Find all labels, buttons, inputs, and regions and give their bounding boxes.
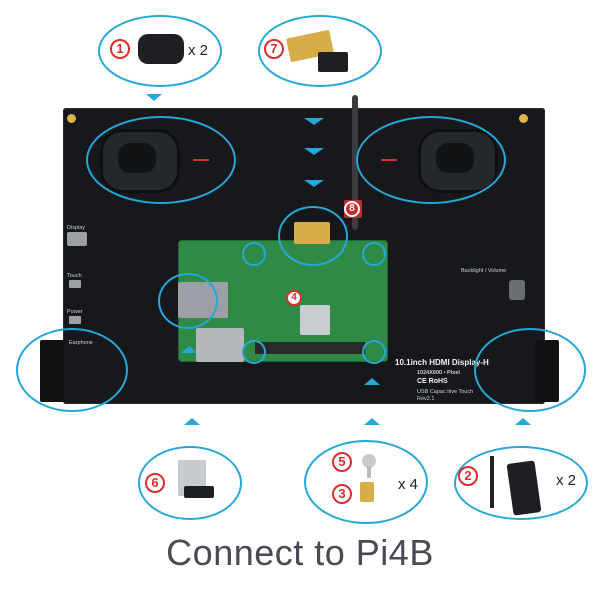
qty-stand: x 2 <box>556 472 577 489</box>
part-circle-screws <box>304 440 428 524</box>
hdmi-cable <box>352 95 358 230</box>
rev-text: Rev2.1 <box>417 396 435 402</box>
ring-stand-left <box>16 328 128 412</box>
speaker-part-icon <box>138 34 184 64</box>
arrow-up-icon <box>515 418 531 425</box>
stand-screw-icon <box>490 456 494 508</box>
label-power: Power <box>67 309 83 315</box>
cert-text: CE RoHS <box>417 378 448 385</box>
hdmi-adapter-body-icon <box>318 52 348 72</box>
ring-hdmi <box>278 206 348 266</box>
hdmi-port <box>67 232 87 246</box>
ring-speaker-left <box>86 116 236 204</box>
mount-hole <box>67 114 76 123</box>
callout-8: 8 <box>344 201 360 217</box>
resolution-text: 1024X600 • Pixel <box>417 370 460 376</box>
power-port <box>69 316 81 324</box>
label-backlight: Backlight / Volume <box>461 268 507 274</box>
ring-standoff <box>242 242 266 266</box>
usb-adapter-base-icon <box>184 486 214 498</box>
ring-standoff <box>362 242 386 266</box>
model-text: 10.1inch HDMI Display-H <box>395 358 489 367</box>
label-touch: Touch <box>67 273 82 279</box>
page-caption: Connect to Pi4B <box>166 532 434 573</box>
right-stand <box>535 340 559 402</box>
callout-2: 2 <box>458 466 478 486</box>
callout-1: 1 <box>110 39 130 59</box>
arrow-down-icon <box>146 94 162 101</box>
callout-4: 4 <box>286 290 302 306</box>
pi-cpu <box>300 305 330 335</box>
callout-6: 6 <box>145 473 165 493</box>
arrow-down-icon <box>304 180 324 187</box>
qty-speaker: x 2 <box>188 42 209 59</box>
callout-3: 3 <box>332 484 352 504</box>
ring-stand-right <box>474 328 586 412</box>
ring-standoff <box>362 340 386 364</box>
label-display: Display <box>67 225 86 231</box>
callout-7: 7 <box>264 39 284 59</box>
arrow-up-icon <box>364 378 380 385</box>
ring-standoff <box>242 340 266 364</box>
touch-text: USB Capac itive Touch <box>417 389 474 395</box>
callout-5: 5 <box>332 452 352 472</box>
backlight-knob <box>509 280 525 300</box>
part-circle-speaker <box>98 15 222 87</box>
screw-shaft-icon <box>367 466 371 478</box>
arrow-up-icon <box>181 346 197 353</box>
pi-ethernet <box>196 328 244 362</box>
qty-standoff: x 4 <box>398 476 419 493</box>
left-stand <box>40 340 64 402</box>
ring-usb <box>158 273 218 329</box>
arrow-down-icon <box>304 148 324 155</box>
arrow-down-icon <box>304 118 324 125</box>
part-circle-stand <box>454 446 588 520</box>
ring-speaker-right <box>356 116 506 204</box>
arrow-up-icon <box>364 418 380 425</box>
part-circle-usb-adapter <box>138 446 242 520</box>
usb-touch-port <box>69 280 81 288</box>
screw-icon <box>362 454 376 468</box>
pi-gpio-header <box>255 342 365 354</box>
mount-hole <box>519 114 528 123</box>
arrow-up-icon <box>184 418 200 425</box>
standoff-icon <box>360 482 374 502</box>
part-circle-hdmi-adapter <box>258 15 382 87</box>
